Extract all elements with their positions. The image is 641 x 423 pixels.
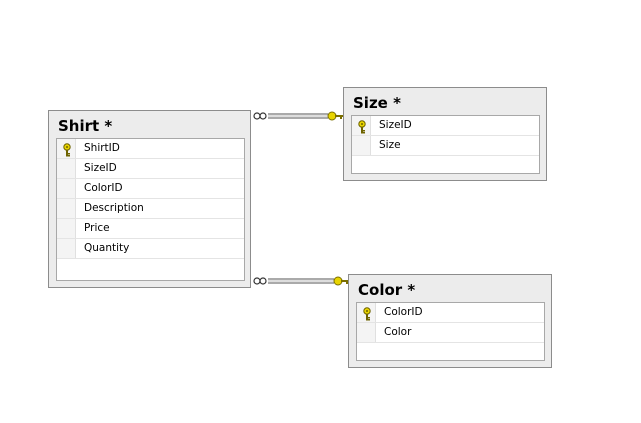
row-selector[interactable] (57, 159, 76, 178)
row-selector[interactable] (352, 116, 371, 135)
column-name: SizeID (379, 119, 412, 131)
column-row[interactable]: Color (357, 323, 544, 343)
table-color[interactable]: Color * ColorID Color (348, 274, 552, 368)
relationship-shirt-size[interactable] (253, 111, 343, 121)
row-selector[interactable] (357, 323, 376, 342)
row-selector[interactable] (57, 179, 76, 198)
primary-key-icon (362, 306, 372, 321)
column-row[interactable]: Quantity (57, 239, 244, 259)
column-grid: ColorID Color (356, 302, 545, 361)
column-row[interactable]: Size (352, 136, 539, 156)
row-selector[interactable] (57, 139, 76, 158)
column-name: ColorID (84, 182, 123, 194)
column-row[interactable]: ShirtID (57, 139, 244, 159)
column-name: Size (379, 139, 401, 151)
column-row[interactable]: SizeID (57, 159, 244, 179)
row-selector[interactable] (352, 136, 371, 155)
row-selector[interactable] (57, 219, 76, 238)
column-name: Price (84, 222, 110, 234)
primary-key-icon (62, 142, 72, 157)
column-row[interactable]: SizeID (352, 116, 539, 136)
row-selector[interactable] (57, 239, 76, 258)
table-title: Size * (353, 94, 401, 112)
column-name: Description (84, 202, 144, 214)
column-name: ColorID (384, 306, 423, 318)
table-title: Color * (358, 281, 416, 299)
primary-key-icon (357, 119, 367, 134)
row-selector[interactable] (357, 303, 376, 322)
column-row[interactable]: Price (57, 219, 244, 239)
table-size[interactable]: Size * SizeID Size (343, 87, 547, 181)
many-end-icon (253, 277, 267, 285)
column-name: SizeID (84, 162, 117, 174)
column-name: ShirtID (84, 142, 120, 154)
column-row[interactable]: ColorID (357, 303, 544, 323)
many-end-icon (253, 112, 267, 120)
key-end-icon (327, 111, 343, 121)
key-end-icon (333, 276, 349, 286)
table-title: Shirt * (58, 117, 113, 135)
column-name: Quantity (84, 242, 130, 254)
column-name: Color (384, 326, 412, 338)
relationship-shirt-color[interactable] (253, 276, 349, 286)
row-selector[interactable] (57, 199, 76, 218)
column-row[interactable]: Description (57, 199, 244, 219)
column-grid: SizeID Size (351, 115, 540, 174)
column-row[interactable]: ColorID (57, 179, 244, 199)
